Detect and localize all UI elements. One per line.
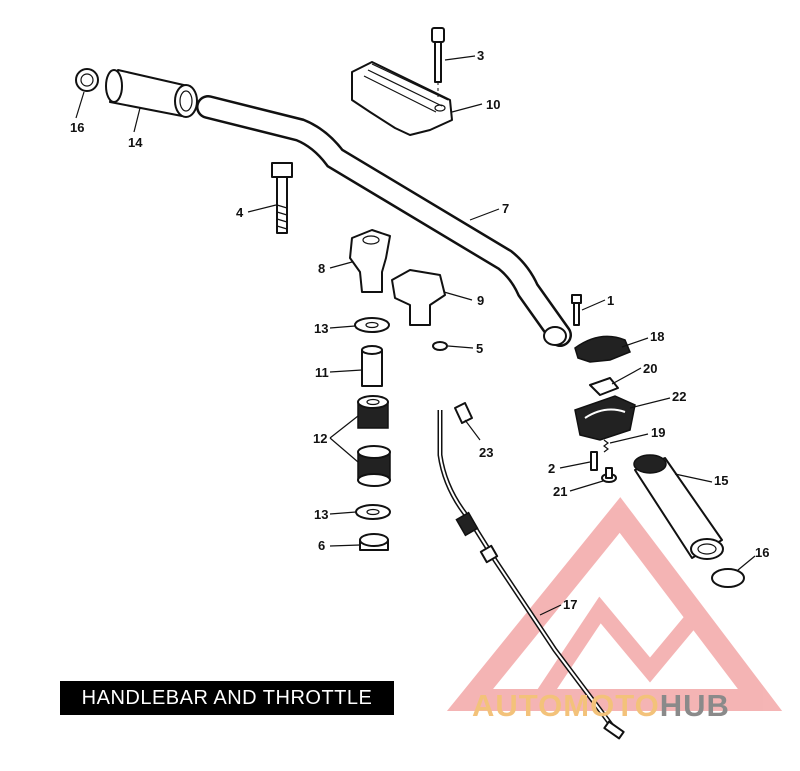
riser-left bbox=[349, 229, 391, 293]
callout-20: 20 bbox=[643, 361, 657, 376]
callout-9: 9 bbox=[477, 293, 484, 308]
left-grip bbox=[105, 69, 198, 118]
riser-bolt bbox=[271, 162, 293, 234]
callout-16-right: 16 bbox=[755, 545, 769, 560]
callout-8: 8 bbox=[318, 261, 325, 276]
callout-6: 6 bbox=[318, 538, 325, 553]
callout-11: 11 bbox=[315, 365, 329, 380]
callout-15: 15 bbox=[714, 473, 728, 488]
spring bbox=[603, 439, 609, 453]
callout-4: 4 bbox=[236, 205, 244, 220]
callout-14: 14 bbox=[128, 135, 143, 150]
callout-3: 3 bbox=[477, 48, 484, 63]
washer-top bbox=[354, 317, 390, 333]
callout-21: 21 bbox=[553, 484, 567, 499]
callout-7: 7 bbox=[502, 201, 509, 216]
right-end-cap bbox=[711, 568, 745, 588]
handlebar bbox=[196, 95, 572, 347]
clamp-screw bbox=[431, 27, 445, 100]
adjuster-knob bbox=[601, 467, 617, 483]
callout-1: 1 bbox=[607, 293, 614, 308]
watermark-logo bbox=[446, 497, 783, 711]
housing-screw bbox=[571, 294, 582, 326]
small-washer bbox=[432, 341, 448, 351]
callout-2: 2 bbox=[548, 461, 555, 476]
diagram-title: HANDLEBAR AND THROTTLE CONTROL bbox=[81, 687, 373, 743]
diagram-title-banner: HANDLEBAR AND THROTTLE CONTROL bbox=[60, 681, 394, 743]
leader-lines bbox=[75, 55, 756, 616]
top-clamp bbox=[351, 61, 453, 136]
riser-right bbox=[391, 269, 446, 326]
callout-12: 12 bbox=[313, 431, 327, 446]
callout-13-top: 13 bbox=[314, 321, 328, 336]
throttle-housing-upper bbox=[574, 335, 631, 363]
watermark-text-secondary: HUB bbox=[659, 688, 730, 723]
adjuster-screw bbox=[590, 451, 598, 471]
throttle-cable bbox=[437, 410, 625, 740]
spacer-sleeve bbox=[361, 345, 383, 387]
nut bbox=[359, 533, 389, 551]
left-end-cap bbox=[75, 68, 99, 92]
watermark-text: AUTOMOTOHUB bbox=[472, 688, 730, 728]
throttle-housing-lower bbox=[574, 395, 636, 441]
rubber-bushing-upper bbox=[357, 395, 389, 429]
callout-23: 23 bbox=[479, 445, 493, 460]
callout-labels: 16 14 3 10 7 4 8 9 1 18 13 5 11 20 22 12… bbox=[70, 48, 769, 612]
rubber-bushing-lower bbox=[357, 445, 391, 487]
callout-18: 18 bbox=[650, 329, 664, 344]
callout-19: 19 bbox=[651, 425, 665, 440]
callout-16-left: 16 bbox=[70, 120, 84, 135]
cable-ferrule bbox=[454, 402, 473, 424]
throttle-friction-shoe bbox=[589, 377, 619, 396]
callout-13-bottom: 13 bbox=[314, 507, 328, 522]
callout-5: 5 bbox=[476, 341, 483, 356]
washer-bottom bbox=[355, 504, 391, 520]
callout-10: 10 bbox=[486, 97, 500, 112]
right-grip bbox=[633, 454, 724, 560]
callout-22: 22 bbox=[672, 389, 686, 404]
callout-17: 17 bbox=[563, 597, 577, 612]
watermark-text-primary: AUTOMOTO bbox=[472, 688, 660, 723]
